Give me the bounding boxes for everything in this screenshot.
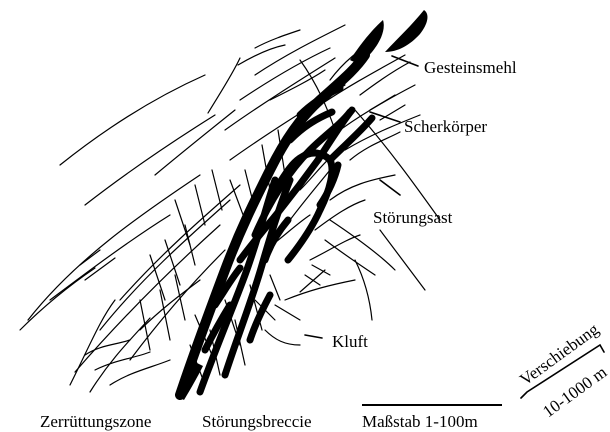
label-massstab: Maßstab 1-100m	[362, 412, 478, 431]
label-zerruettungszone: Zerrüttungszone	[40, 412, 151, 431]
label-stoerungsast: Störungsast	[373, 208, 453, 227]
label-scherkoerper: Scherkörper	[404, 117, 487, 136]
label-kluft: Kluft	[332, 332, 368, 351]
label-gesteinsmehl: Gesteinsmehl	[424, 58, 517, 77]
label-stoerungsbreccie: Störungsbreccie	[202, 412, 312, 431]
